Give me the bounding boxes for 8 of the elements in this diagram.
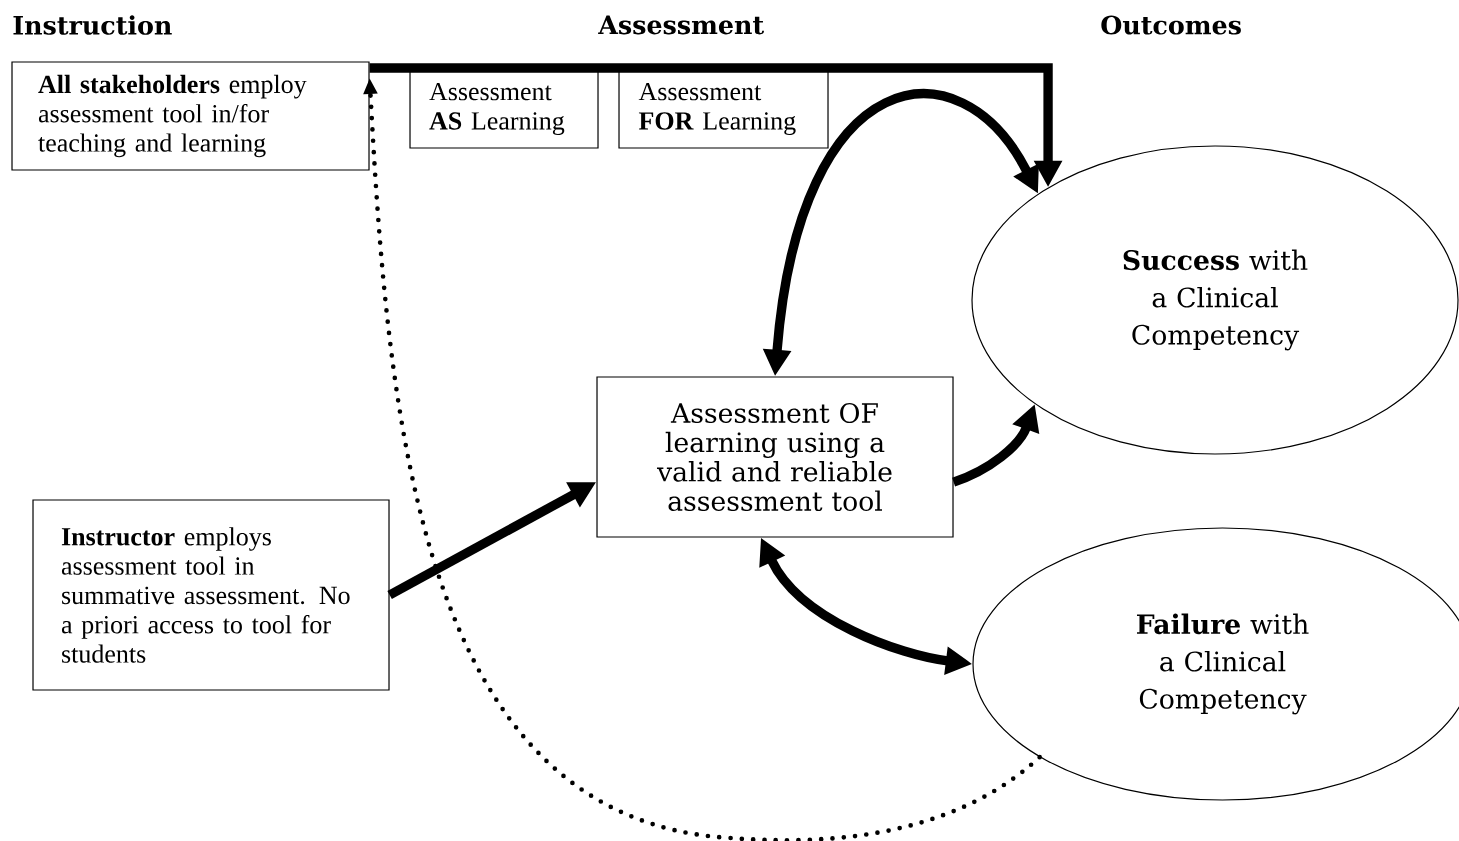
text-box: All stakeholders employ assessment tool in/for teaching and learning: [11, 61, 370, 171]
text-box: Assessment OF learning using a valid and reliable assessment tool: [596, 376, 954, 538]
text-box: Instructor employs assessment tool in summative assessment. No a priori access to tool for students: [32, 499, 390, 691]
column-heading: Assessment: [598, 15, 764, 35]
text-box: Assessment FOR Learning: [618, 69, 829, 149]
column-heading: Instruction: [13, 15, 172, 35]
column-heading: Outcomes: [1101, 15, 1241, 35]
text-box: Assessment AS Learning: [409, 69, 599, 149]
